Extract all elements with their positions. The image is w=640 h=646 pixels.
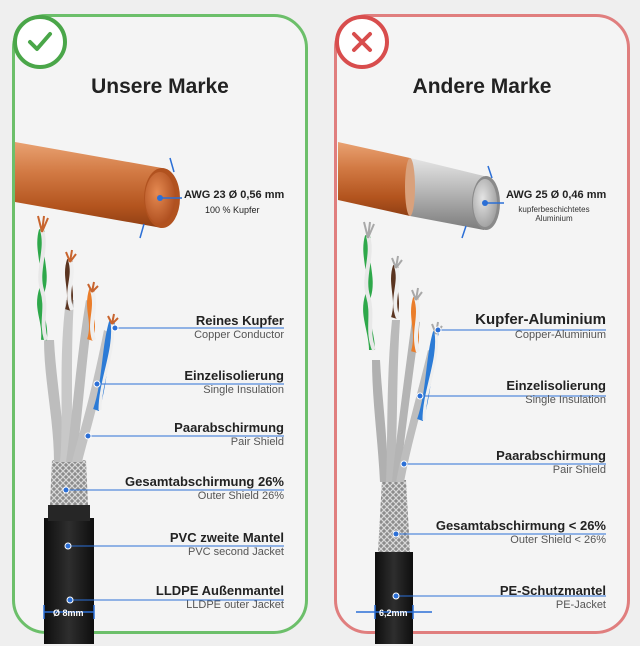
layer-label: Reines Kupfer Copper Conductor: [194, 313, 284, 341]
diameter-marker-left: [43, 605, 95, 619]
callout-lines-right: [396, 329, 606, 597]
layer-label: PE-Schutzmantel PE-Jacket: [499, 583, 606, 611]
check-icon: [28, 32, 52, 51]
copper-wire: [15, 142, 180, 228]
layer-label: Kupfer-Aluminium Copper-Aluminium: [475, 311, 606, 341]
wire-material: kupferbeschichtetes Aluminium: [518, 205, 590, 223]
diameter-label: 6,2mm: [379, 608, 408, 618]
layer-label: Paarabschirmung Pair Shield: [496, 448, 606, 476]
wire-material: 100 % Kupfer: [205, 205, 260, 215]
wire-dot: [157, 195, 163, 201]
panel-title: Andere Marke: [412, 75, 552, 98]
layer-label: Einzelisolierung Single Insulation: [184, 368, 284, 396]
layer-label: Gesamtabschirmung 26% Outer Shield 26%: [125, 474, 284, 502]
cross-icon: [352, 32, 372, 52]
callout-dots-left: [62, 324, 119, 604]
layer-label: Gesamtabschirmung < 26% Outer Shield < 2…: [435, 518, 606, 546]
layer-label: LLDPE Außenmantel LLDPE outer Jacket: [155, 583, 284, 611]
diameter-label: Ø 8mm: [53, 608, 84, 618]
panel-title: Unsere Marke: [91, 75, 229, 98]
diameter-marker-right: [356, 605, 432, 619]
wire-dimension-marker: [139, 157, 182, 239]
wire-dot: [482, 200, 488, 206]
wire-dimension-marker: [461, 165, 504, 239]
layer-label: Paarabschirmung Pair Shield: [174, 420, 284, 448]
aluminium-wire: [338, 142, 500, 230]
callout-dots-right: [392, 326, 442, 600]
layer-label: Einzelisolierung Single Insulation: [506, 378, 606, 406]
wire-spec: AWG 23 Ø 0,56 mm: [184, 189, 285, 201]
cross-badge: [335, 15, 389, 69]
wire-spec: AWG 25 Ø 0,46 mm: [506, 189, 607, 201]
callout-lines-left: [66, 327, 284, 601]
cable-right: [363, 221, 443, 644]
layer-label: PVC zweite Mantel PVC second Jacket: [169, 530, 284, 558]
cable-left: [37, 215, 119, 644]
check-badge: [13, 15, 67, 69]
